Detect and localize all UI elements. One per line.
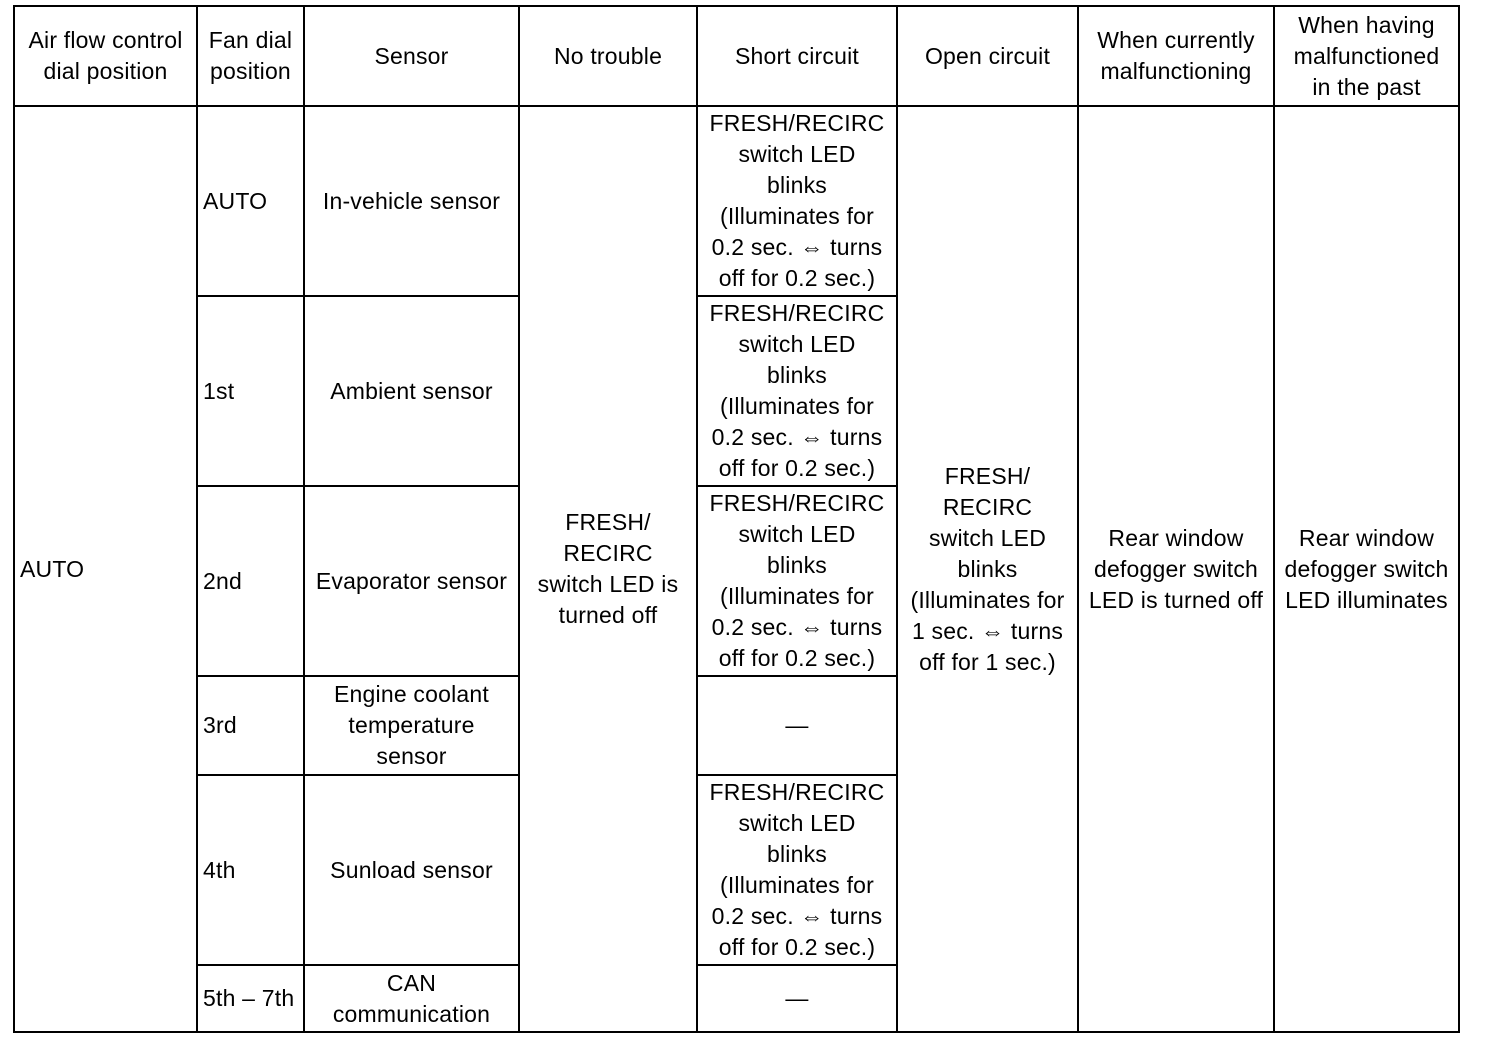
diagnosis-table: Air flow control dial position Fan dial … (13, 5, 1460, 1033)
short-circuit-cell: — (696, 964, 898, 1033)
fan-position-cell: AUTO (196, 105, 305, 297)
sensor-cell: In-vehicle sensor (303, 105, 520, 297)
malfunctioned-past-cell: Rear window defogger switch LED illumina… (1273, 105, 1460, 1033)
short-circuit-cell: FRESH/RECIRC switch LED blinks (Illumina… (696, 295, 898, 487)
header-short-circuit: Short circuit (696, 5, 898, 107)
header-sensor: Sensor (303, 5, 520, 107)
sensor-cell: Ambient sensor (303, 295, 520, 487)
short-circuit-cell: — (696, 675, 898, 776)
header-no-trouble: No trouble (518, 5, 698, 107)
fan-position-cell: 2nd (196, 485, 305, 677)
header-fan-dial-position: Fan dial position (196, 5, 305, 107)
fan-position-cell: 1st (196, 295, 305, 487)
sensor-cell: Sunload sensor (303, 774, 520, 966)
header-malfunctioned-past: When having malfunctioned in the past (1273, 5, 1460, 107)
table-row: 4th Sunload sensor FRESH/RECIRC switch L… (14, 774, 1459, 966)
header-row: Air flow control dial position Fan dial … (13, 5, 1460, 107)
sensor-cell: Engine coolant temperature sensor (303, 675, 520, 776)
table-row: 2nd Evaporator sensor FRESH/RECIRC switc… (14, 485, 1459, 677)
table-row: 1st Ambient sensor FRESH/RECIRC switch L… (14, 295, 1459, 487)
header-open-circuit: Open circuit (896, 5, 1079, 107)
currently-malfunctioning-cell: Rear window defogger switch LED is turne… (1077, 105, 1275, 1033)
open-circuit-cell: FRESH/ RECIRC switch LED blinks (Illumin… (896, 105, 1079, 1033)
fan-position-cell: 5th – 7th (196, 964, 305, 1033)
table-row: 3rd Engine coolant temperature sensor — (14, 675, 1459, 776)
sensor-cell: Evaporator sensor (303, 485, 520, 677)
header-air-flow-position: Air flow control dial position (13, 5, 198, 107)
short-circuit-cell: FRESH/RECIRC switch LED blinks (Illumina… (696, 485, 898, 677)
fan-position-cell: 3rd (196, 675, 305, 776)
header-currently-malfunctioning: When currently malfunctioning (1077, 5, 1275, 107)
air-flow-position-cell: AUTO (13, 105, 198, 1033)
table-row: AUTO AUTO In-vehicle sensor FRESH/ RECIR… (13, 105, 1460, 1033)
short-circuit-cell: FRESH/RECIRC switch LED blinks (Illumina… (696, 105, 898, 297)
no-trouble-cell: FRESH/ RECIRC switch LED is turned off (518, 105, 698, 1033)
table-row: 5th – 7th CAN communication — (14, 964, 1459, 1033)
short-circuit-cell: FRESH/RECIRC switch LED blinks (Illumina… (696, 774, 898, 966)
fan-position-cell: 4th (196, 774, 305, 966)
sensor-cell: CAN communication (303, 964, 520, 1033)
